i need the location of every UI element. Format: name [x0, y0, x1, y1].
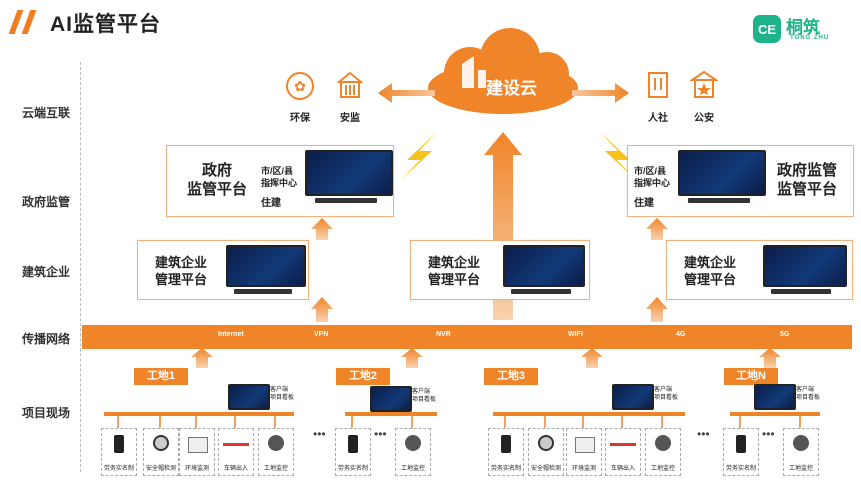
ent-platform-3: 建筑企业管理平台 [666, 240, 853, 300]
site-1-board-label: 客户端项目看板 [270, 387, 295, 401]
gov-left-title: 政府 监管平台 [186, 162, 247, 198]
brand-logo-name: 桐筑 [786, 18, 820, 37]
arrow-right [572, 83, 629, 103]
safety-building-icon [336, 70, 364, 100]
social-security-icon [646, 70, 670, 100]
device-labor: 劳务实名制 [488, 428, 524, 476]
ent-1-server [234, 289, 292, 294]
net-label-nvr: NVR [436, 331, 451, 338]
site-n-board-screen [754, 384, 796, 410]
icon-label-renshe: 人社 [648, 113, 668, 124]
environment-icon: ✿ [286, 72, 314, 100]
ent-platform-2: 建筑企业管理平台 [410, 240, 590, 300]
device-vehicle: 车辆出入 [218, 428, 254, 476]
site-3-board-label: 客户端项目看板 [654, 387, 679, 401]
gov-platform-right: 市/区/县指挥中心 住建 政府监管 监管平台 [627, 145, 854, 217]
police-icon [688, 70, 720, 100]
site-tag-2: 工地2 [336, 368, 390, 385]
site-2-board-screen [370, 386, 412, 412]
row-label-gov: 政府监管 [21, 195, 70, 209]
device-helmet: 安全帽检测 [143, 428, 179, 476]
device-camera: 工地监控 [395, 428, 431, 476]
gov-right-zhujian: 住建 [634, 198, 654, 209]
network-bar [82, 325, 852, 349]
row-label-site: 项目现场 [21, 406, 70, 420]
site-3-board-screen [612, 384, 654, 410]
device-env: 环境监测 [566, 428, 602, 476]
site-tag-1: 工地1 [134, 368, 188, 385]
row-label-net: 传播网络 [21, 332, 70, 346]
device-env: 环境监测 [179, 428, 215, 476]
gov-left-center-label: 市/区/县指挥中心 [261, 166, 298, 188]
site-1-line [104, 412, 294, 416]
device-drop-lines [117, 415, 801, 428]
device-vehicle: 车辆出入 [605, 428, 641, 476]
gov-right-title: 政府监管 监管平台 [776, 162, 837, 198]
arrow-left [378, 83, 435, 103]
icon-label-huanbao: 环保 [290, 113, 310, 124]
site-2-line [345, 412, 437, 416]
gov-right-screen [678, 150, 766, 196]
device-labor: 劳务实名制 [101, 428, 137, 476]
cloud-label: 建设云 [486, 79, 537, 98]
net-label-vpn: VPN [314, 331, 329, 338]
device-labor: 劳务实名制 [335, 428, 371, 476]
device-helmet: 安全帽检测 [528, 428, 564, 476]
device-camera: 工地监控 [258, 428, 294, 476]
device-camera: 工地监控 [783, 428, 819, 476]
icon-label-anjian: 安监 [340, 113, 360, 124]
icon-label-gongan: 公安 [694, 113, 714, 124]
gov-left-server [315, 198, 377, 203]
site-n-line [730, 412, 820, 416]
site-3-line [493, 412, 685, 416]
ellipsis: ••• [762, 427, 775, 441]
gov-left-zhujian: 住建 [261, 198, 281, 209]
ent-platform-1: 建筑企业管理平台 [137, 240, 309, 300]
site-2-board-label: 客户端项目看板 [412, 389, 437, 403]
ent-2-screen [503, 245, 585, 287]
lightning-left-icon [401, 132, 437, 180]
device-camera: 工地监控 [645, 428, 681, 476]
brand-logo-sub: TONG ZHU [790, 35, 830, 41]
site-n-board-label: 客户端项目看板 [796, 387, 821, 401]
ellipsis: ••• [374, 427, 387, 441]
gov-right-center-label: 市/区/县指挥中心 [634, 166, 671, 188]
gov-right-server [688, 198, 750, 203]
arrows-net-to-ent [311, 297, 668, 322]
row-divider [80, 62, 81, 472]
gov-platform-left: 政府 监管平台 市/区/县指挥中心 住建 [166, 145, 394, 217]
site-1-board-screen [228, 384, 270, 410]
cloud-shape [428, 28, 578, 114]
site-tag-3: 工地3 [484, 368, 538, 385]
arrows-site-to-net [191, 348, 781, 368]
brand-logo-icon: CE [753, 15, 781, 43]
row-label-cloud: 云端互联 [21, 106, 70, 120]
ent-3-screen [763, 245, 847, 287]
row-label-ent: 建筑企业 [21, 265, 70, 279]
ellipsis: ••• [313, 427, 326, 441]
site-tag-n: 工地N [724, 368, 778, 385]
ellipsis: ••• [697, 427, 710, 441]
gov-left-screen [305, 150, 393, 196]
lightning-right-icon [600, 132, 636, 180]
ent-1-screen [226, 245, 306, 287]
device-labor: 劳务实名制 [723, 428, 759, 476]
ent-2-server [511, 289, 571, 294]
net-label-wifi: WIFI [568, 331, 583, 338]
ent-3-server [771, 289, 831, 294]
net-label-internet: Internet [218, 331, 244, 338]
net-label-4g: 4G [676, 331, 686, 338]
arrows-ent-to-gov [311, 218, 668, 240]
net-label-5g: 5G [780, 331, 790, 338]
page-title: AI监管平台 [50, 13, 161, 36]
